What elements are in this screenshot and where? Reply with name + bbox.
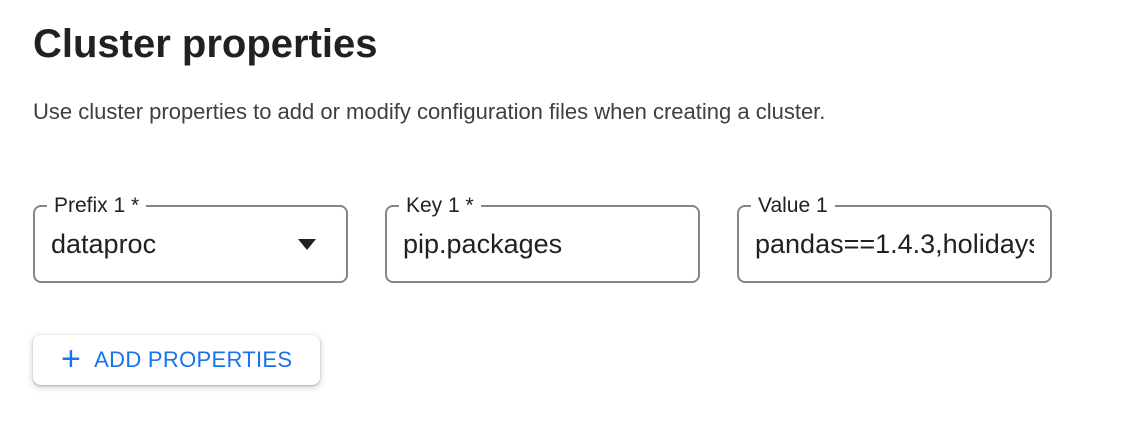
add-properties-label: ADD PROPERTIES: [94, 347, 293, 372]
page-description: Use cluster properties to add or modify …: [33, 99, 826, 124]
key-input[interactable]: [387, 207, 698, 281]
value-field: Value 1: [737, 193, 1052, 283]
page-title: Cluster properties: [33, 22, 378, 66]
prefix-select[interactable]: dataproc: [35, 207, 346, 281]
prefix-field: Prefix 1 * dataproc: [33, 193, 348, 283]
prefix-field-label: Prefix 1 *: [47, 193, 147, 219]
plus-icon: +: [61, 339, 82, 378]
dropdown-arrow-icon: [298, 239, 316, 250]
key-field-label: Key 1 *: [399, 193, 481, 219]
add-properties-button[interactable]: + ADD PROPERTIES: [33, 335, 321, 385]
prefix-selected-value: dataproc: [51, 228, 157, 259]
key-field: Key 1 *: [385, 193, 700, 283]
value-input[interactable]: [739, 207, 1050, 281]
value-field-label: Value 1: [751, 193, 835, 219]
property-row: Prefix 1 * dataproc Key 1 * Value 1: [33, 193, 1089, 283]
